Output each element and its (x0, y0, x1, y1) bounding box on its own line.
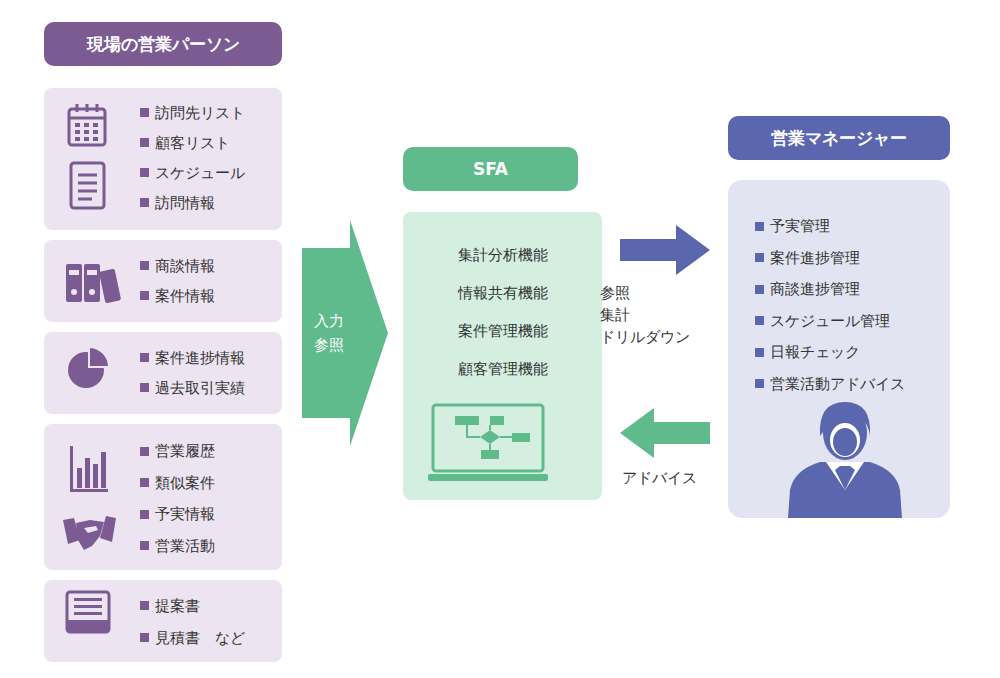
edge-label: アドバイス (622, 468, 697, 490)
item-text: 商談進捗管理 (770, 274, 942, 306)
system-header: SFA (403, 147, 578, 191)
document-icon (71, 163, 104, 208)
item-text: 日報チェック (770, 337, 942, 369)
arrow-label: 入力 参照 (314, 309, 344, 357)
handshake-icon (63, 516, 116, 550)
item-text: 顧客管理機能 (403, 350, 602, 388)
input-arrow: 入力 参照 (302, 220, 388, 446)
item-text: スケジュール (155, 158, 274, 188)
item-text: 類似案件 (155, 468, 274, 500)
arrow-body (302, 220, 388, 446)
item-text: 案件進捗管理 (770, 243, 942, 275)
info-box: 商談情報案件情報 (44, 240, 282, 322)
item-text: 情報共有機能 (403, 274, 602, 312)
header-text: 現場の営業パーソン (87, 33, 240, 56)
bar-chart-icon (70, 446, 108, 492)
item-text: 案件情報 (155, 281, 274, 311)
binder-icon (66, 264, 121, 303)
task-box: 予実管理案件進捗管理商談進捗管理スケジュール管理日報チェック営業活動アドバイス (728, 180, 950, 518)
header-text: SFA (473, 159, 508, 179)
calendar-grid (75, 123, 98, 141)
item-text: 見積書 など (155, 622, 274, 654)
flow-arrow (654, 422, 710, 444)
item-text: 営業活動アドバイス (770, 369, 942, 401)
info-box: 訪問先リスト顧客リストスケジュール訪問情報 (44, 88, 282, 230)
item-text: 過去取引実績 (155, 373, 274, 403)
item-text: 予実情報 (155, 499, 274, 531)
arrow-shape (302, 220, 388, 446)
role-header: 営業マネージャー (728, 116, 950, 160)
manager-figure (788, 402, 902, 518)
item-text: 訪問先リスト (155, 98, 274, 128)
item-text: 提案書 (155, 590, 274, 622)
pie-chart-icon (68, 347, 109, 388)
info-box: 提案書見積書 など (44, 580, 282, 662)
item-text: スケジュール管理 (770, 306, 942, 338)
item-text: 集計分析機能 (403, 236, 602, 274)
item-text: 営業履歴 (155, 436, 274, 468)
info-box: 営業履歴類似案件予実情報営業活動 (44, 424, 282, 570)
edge-label: 参照 集計 ドリルダウン (600, 283, 690, 348)
item-text: 営業活動 (155, 531, 274, 563)
item-text: 案件進捗情報 (155, 343, 274, 373)
item-text: 案件管理機能 (403, 312, 602, 350)
flow-arrow (620, 239, 676, 261)
item-text: 商談情報 (155, 251, 274, 281)
item-text: 予実管理 (770, 211, 942, 243)
laptop-icon (428, 405, 548, 481)
calendar-icon (69, 104, 105, 145)
group-header: 現場の営業パーソン (44, 22, 282, 66)
tray-icon (67, 592, 109, 632)
item-text: 訪問情報 (155, 188, 274, 218)
header-text: 営業マネージャー (771, 127, 907, 150)
item-text: 顧客リスト (155, 128, 274, 158)
info-box: 案件進捗情報過去取引実績 (44, 332, 282, 414)
function-box: 集計分析機能情報共有機能案件管理機能顧客管理機能 (403, 212, 602, 500)
